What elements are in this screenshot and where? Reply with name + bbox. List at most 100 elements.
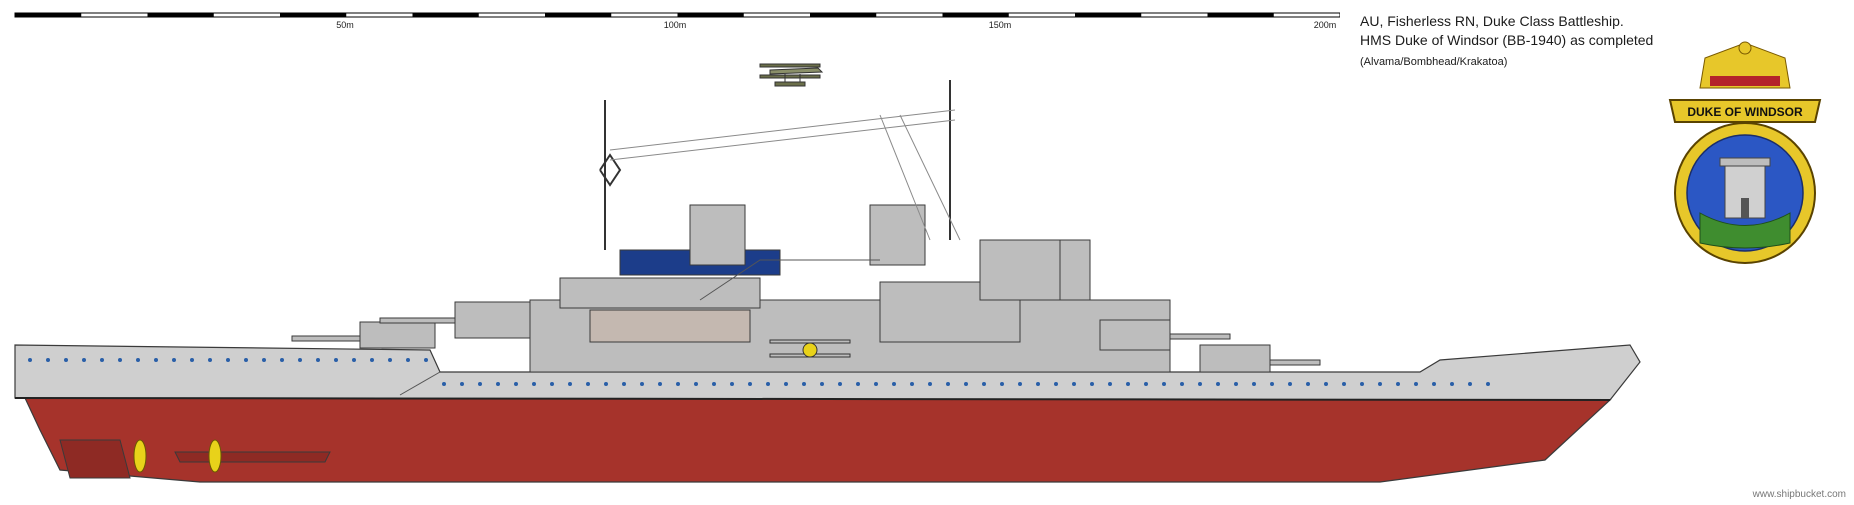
porthole bbox=[1090, 382, 1094, 386]
porthole bbox=[1072, 382, 1076, 386]
porthole bbox=[820, 382, 824, 386]
porthole bbox=[1450, 382, 1454, 386]
porthole bbox=[802, 382, 806, 386]
scale-bar-graphic bbox=[14, 12, 1341, 18]
porthole bbox=[910, 382, 914, 386]
porthole bbox=[154, 358, 158, 362]
crest-crown bbox=[1699, 41, 1791, 89]
porthole bbox=[370, 358, 374, 362]
porthole bbox=[1180, 382, 1184, 386]
porthole bbox=[1432, 382, 1436, 386]
porthole bbox=[1378, 382, 1382, 386]
porthole bbox=[568, 382, 572, 386]
porthole bbox=[928, 382, 932, 386]
porthole bbox=[1414, 382, 1418, 386]
porthole bbox=[334, 358, 338, 362]
porthole bbox=[658, 382, 662, 386]
porthole bbox=[172, 358, 176, 362]
aft-turrets bbox=[291, 301, 531, 349]
porthole bbox=[352, 358, 356, 362]
scale-label-200m: 200m bbox=[1313, 20, 1337, 30]
porthole bbox=[1306, 382, 1310, 386]
crest-ribbon-text: DUKE OF WINDSOR bbox=[1687, 105, 1803, 119]
porthole bbox=[1360, 382, 1364, 386]
porthole bbox=[766, 382, 770, 386]
title-line-2: HMS Duke of Windsor (BB-1940) as complet… bbox=[1360, 32, 1654, 48]
porthole bbox=[406, 358, 410, 362]
porthole bbox=[244, 358, 248, 362]
porthole bbox=[46, 358, 50, 362]
porthole bbox=[1216, 382, 1220, 386]
porthole bbox=[730, 382, 734, 386]
scale-segment bbox=[280, 13, 347, 17]
porthole bbox=[604, 382, 608, 386]
porthole bbox=[982, 382, 986, 386]
porthole bbox=[1342, 382, 1346, 386]
porthole bbox=[316, 358, 320, 362]
porthole bbox=[118, 358, 122, 362]
portholes bbox=[28, 358, 1490, 386]
porthole bbox=[478, 382, 482, 386]
porthole bbox=[1486, 382, 1490, 386]
forward-turrets bbox=[1099, 319, 1321, 373]
castle-tower-icon bbox=[1719, 157, 1771, 219]
title-block: AU, Fisherless RN, Duke Class Battleship… bbox=[1360, 12, 1653, 70]
porthole bbox=[82, 358, 86, 362]
battleship-drawing bbox=[14, 63, 1641, 483]
porthole bbox=[550, 382, 554, 386]
porthole bbox=[874, 382, 878, 386]
scale-label-50m: 50m bbox=[336, 20, 354, 30]
rigging-wires bbox=[609, 109, 961, 241]
scale-label-150m: 150m bbox=[988, 20, 1012, 30]
propellers-and-rudder bbox=[59, 439, 331, 479]
porthole bbox=[136, 358, 140, 362]
scale-segment bbox=[15, 13, 82, 17]
porthole bbox=[1198, 382, 1202, 386]
ship-crest: DUKE OF WINDSOR bbox=[1668, 41, 1822, 264]
scale-segment bbox=[677, 13, 744, 17]
porthole bbox=[226, 358, 230, 362]
porthole bbox=[280, 358, 284, 362]
aircraft-crane bbox=[699, 259, 880, 301]
porthole bbox=[262, 358, 266, 362]
deck-seaplane bbox=[769, 339, 851, 358]
crest-shield bbox=[1674, 122, 1816, 264]
porthole bbox=[694, 382, 698, 386]
porthole bbox=[1144, 382, 1148, 386]
funnels bbox=[689, 204, 926, 266]
scale-segment bbox=[147, 13, 214, 17]
scale-segment bbox=[1075, 13, 1142, 17]
porthole bbox=[64, 358, 68, 362]
porthole bbox=[1036, 382, 1040, 386]
porthole bbox=[460, 382, 464, 386]
porthole bbox=[442, 382, 446, 386]
porthole bbox=[856, 382, 860, 386]
porthole bbox=[622, 382, 626, 386]
porthole bbox=[424, 358, 428, 362]
porthole bbox=[190, 358, 194, 362]
porthole bbox=[298, 358, 302, 362]
porthole bbox=[1288, 382, 1292, 386]
porthole bbox=[1234, 382, 1238, 386]
credits-line: (Alvama/Bombhead/Krakatoa) bbox=[1360, 56, 1508, 68]
porthole bbox=[1108, 382, 1112, 386]
porthole bbox=[1468, 382, 1472, 386]
scale-segment bbox=[545, 13, 612, 17]
porthole bbox=[1000, 382, 1004, 386]
porthole bbox=[586, 382, 590, 386]
porthole bbox=[1252, 382, 1256, 386]
porthole bbox=[676, 382, 680, 386]
porthole bbox=[1054, 382, 1058, 386]
porthole bbox=[208, 358, 212, 362]
porthole bbox=[514, 382, 518, 386]
porthole bbox=[1162, 382, 1166, 386]
scale-segment bbox=[412, 13, 479, 17]
porthole bbox=[532, 382, 536, 386]
porthole bbox=[1270, 382, 1274, 386]
porthole bbox=[892, 382, 896, 386]
porthole bbox=[640, 382, 644, 386]
watermark: www.shipbucket.com bbox=[1752, 489, 1846, 500]
porthole bbox=[100, 358, 104, 362]
porthole bbox=[496, 382, 500, 386]
seaplane-in-flight bbox=[759, 63, 824, 87]
